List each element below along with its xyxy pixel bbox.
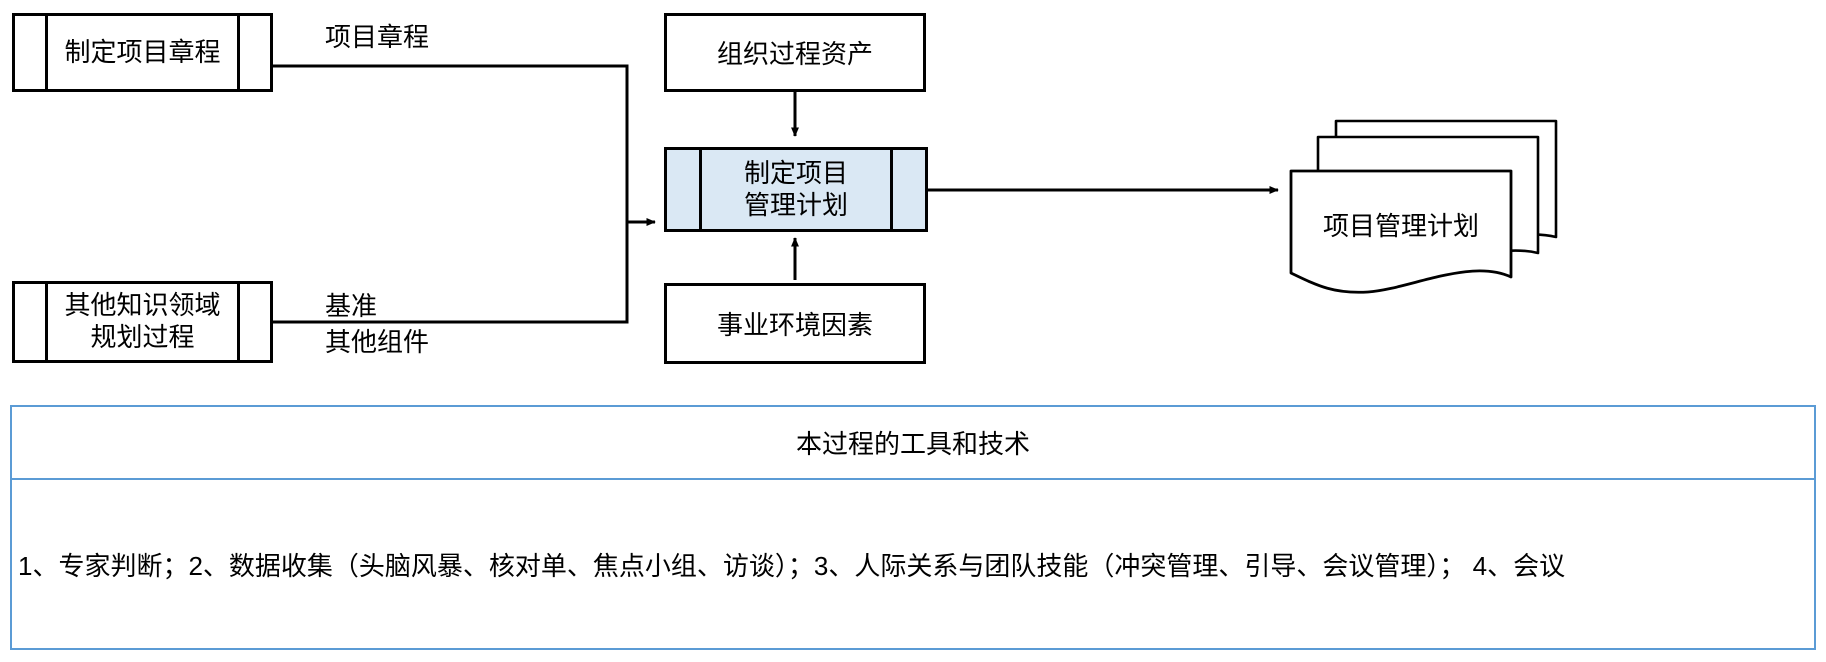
predefined-process-left-bar	[699, 150, 702, 229]
predefined-process-left-bar	[45, 16, 48, 89]
tools-table-header-row: 本过程的工具和技术	[12, 407, 1814, 480]
node-enterprise-environmental-factors[interactable]: 事业环境因素	[664, 283, 926, 364]
edge-label-project-charter: 项目章程	[325, 17, 429, 54]
node-label: 其他知识领域 规划过程	[64, 290, 221, 352]
edge-label-text: 项目章程	[325, 22, 430, 52]
node-develop-project-charter[interactable]: 制定项目章程	[12, 13, 273, 92]
node-other-knowledge-area-planning[interactable]: 其他知识领域 规划过程	[12, 281, 273, 363]
predefined-process-right-bar	[237, 284, 240, 360]
predefined-process-right-bar	[890, 150, 893, 229]
node-organizational-process-assets[interactable]: 组织过程资产	[664, 13, 926, 92]
tools-table-body-row: 1、专家判断；2、数据收集（头脑风暴、核对单、焦点小组、访谈）；3、人际关系与团…	[12, 480, 1814, 648]
node-develop-project-management-plan[interactable]: 制定项目 管理计划	[664, 147, 928, 232]
predefined-process-right-bar	[237, 16, 240, 89]
tools-table-header-label: 本过程的工具和技术	[795, 429, 1030, 459]
tools-and-techniques-table: 本过程的工具和技术 1、专家判断；2、数据收集（头脑风暴、核对单、焦点小组、访谈…	[10, 405, 1816, 650]
tools-table-body-text: 1、专家判断；2、数据收集（头脑风暴、核对单、焦点小组、访谈）；3、人际关系与团…	[18, 550, 1566, 581]
predefined-process-left-bar	[45, 284, 48, 360]
node-project-management-plan-document[interactable]: 项目管理计划	[1291, 171, 1511, 277]
edge-label-other-components: 其他组件	[325, 322, 429, 359]
edge-label-text: 其他组件	[325, 327, 430, 357]
edge-charter-to-join	[273, 64, 629, 222]
edge-label-text: 基准	[325, 291, 378, 321]
node-label: 组织过程资产	[716, 39, 873, 69]
edge-label-baseline: 基准	[325, 286, 377, 323]
node-label: 制定项目章程	[64, 36, 221, 67]
node-label: 制定项目 管理计划	[743, 157, 848, 220]
node-label: 项目管理计划	[1322, 210, 1479, 241]
node-label: 事业环境因素	[716, 310, 873, 340]
